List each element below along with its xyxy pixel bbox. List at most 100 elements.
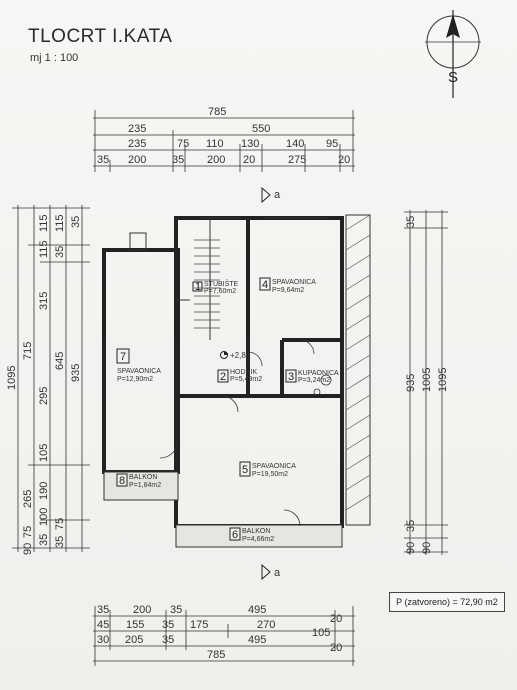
left-dim-1095: 1095 <box>6 366 18 390</box>
right-dim-c2-b: 90 <box>421 542 433 554</box>
level-marker: +2,80 <box>220 351 251 360</box>
left-dim-c4-b: 35 <box>54 246 66 258</box>
top-dim-total: 785 <box>208 106 226 118</box>
left-dim-c4-e: 35 <box>54 536 66 548</box>
bottom-dim-r2-c: 35 <box>162 619 174 631</box>
left-dim-75: 75 <box>22 526 34 538</box>
right-dim-c1-d: 90 <box>405 542 417 554</box>
bottom-dim-r1-c: 35 <box>170 604 182 616</box>
room-name: HODNIK <box>230 369 258 376</box>
room-5: 5 SPAVAONICA P=19,50m2 <box>239 461 296 478</box>
right-dim-c1-a: 35 <box>405 216 417 228</box>
room-8: 8 BALKON P=1,84m2 <box>116 473 161 489</box>
room-area: P=3,24m2 <box>298 377 330 384</box>
left-dim-c3-c: 315 <box>38 292 50 310</box>
room-4: 4 SPAVAONICA P=9,64m2 <box>259 277 316 294</box>
left-dim-c4-c: 645 <box>54 352 66 370</box>
bottom-dim-r1-b: 200 <box>133 604 151 616</box>
room-number: 2 <box>220 371 226 383</box>
section-letter-bottom: a <box>274 567 281 579</box>
bottom-dim-r3-a: 30 <box>97 634 109 646</box>
section-letter-top: a <box>274 189 281 201</box>
room-number: 1 <box>195 281 201 293</box>
room-7: 7 SPAVAONICA P=12,90m2 <box>116 348 161 383</box>
room-name: BALKON <box>242 528 270 535</box>
room-number: 6 <box>232 529 238 541</box>
room-area: P=9,64m2 <box>272 287 304 294</box>
left-dim-265: 265 <box>22 490 34 508</box>
room-6: 6 BALKON P=4,66m2 <box>229 527 274 543</box>
top-dim-r4-a: 35 <box>97 154 109 166</box>
left-dim-c3-b: 115 <box>38 240 50 258</box>
right-dim-c1-c: 35 <box>405 520 417 532</box>
balcony-tiles <box>103 471 343 548</box>
room-number: 8 <box>119 475 125 487</box>
bottom-dim-r2-d: 175 <box>190 619 208 631</box>
room-area: P=5,49m2 <box>230 376 262 383</box>
left-dim-c3-d: 295 <box>38 387 50 405</box>
bottom-dim-r2-f: 105 <box>312 627 330 639</box>
room-area: P=4,66m2 <box>242 536 274 543</box>
room-number: 4 <box>262 279 268 291</box>
level-value: +2,80 <box>230 351 251 360</box>
left-dim-c5-b: 935 <box>70 364 82 382</box>
room-name: KUPAONICA <box>298 370 339 377</box>
room-3: 3 KUPAONICA P=3,24m2 <box>285 369 339 384</box>
top-dim-r4-b: 200 <box>128 154 146 166</box>
room-area: P=7,60m2 <box>204 288 236 295</box>
plan-scale: mj 1 : 100 <box>30 52 79 64</box>
right-dim-c1-b: 935 <box>405 374 417 392</box>
wall-hatch <box>345 214 371 526</box>
room-number: 7 <box>120 351 126 363</box>
plan-title: TLOCRT I.KATA <box>28 26 173 47</box>
left-dim-715: 715 <box>22 342 34 360</box>
section-mark-bottom: a <box>261 563 281 581</box>
bottom-dim-r2-a: 45 <box>97 619 109 631</box>
left-dim-c3-a: 115 <box>38 214 50 232</box>
bottom-dim-total: 785 <box>207 649 225 661</box>
top-dim-550: 550 <box>252 123 270 135</box>
left-dim-c3-e: 105 <box>38 444 50 462</box>
room-name: SPAVAONICA <box>272 279 316 286</box>
left-dim-c5-a: 35 <box>70 216 82 228</box>
total-area-box: P (zatvoreno) = 72,90 m2 <box>389 592 505 612</box>
top-dimension-lines <box>93 110 355 172</box>
compass-letter: S <box>448 69 458 86</box>
bottom-dim-r3-b: 205 <box>125 634 143 646</box>
bottom-dim-r1-d: 495 <box>248 604 266 616</box>
door-swings <box>159 339 332 527</box>
room-number: 3 <box>288 371 294 383</box>
top-dim-r3-f: 95 <box>326 138 338 150</box>
right-dim-c3-a: 1095 <box>437 368 449 392</box>
staircase-icon <box>194 239 220 329</box>
left-dimension-lines <box>12 205 90 552</box>
top-dim-235: 235 <box>128 123 146 135</box>
top-dim-r3-a: 235 <box>128 138 146 150</box>
left-dim-c4-d: 75 <box>54 518 66 530</box>
room-name: BALKON <box>129 474 157 481</box>
room-area: P=1,84m2 <box>129 482 161 489</box>
room-name: STUBIŠTE <box>204 279 239 288</box>
room-name: SPAVAONICA <box>252 463 296 470</box>
left-dim-c3-h: 35 <box>38 534 50 546</box>
bottom-dim-r1-a: 35 <box>97 604 109 616</box>
top-dim-r4-c: 35 <box>172 154 184 166</box>
top-dim-r4-g: 20 <box>338 154 350 166</box>
top-dim-r3-c: 110 <box>206 138 224 150</box>
left-dim-c3-g: 100 <box>38 508 50 526</box>
north-arrow-icon: S <box>425 10 481 98</box>
section-mark-top: a <box>261 186 281 204</box>
room-2: 2 HODNIK P=5,49m2 <box>217 369 262 383</box>
bottom-dim-r2-e: 270 <box>257 619 275 631</box>
bottom-dimension-lines <box>93 606 355 666</box>
bottom-dim-r3-c: 35 <box>162 634 174 646</box>
left-dim-90: 90 <box>22 543 34 555</box>
bottom-dim-r3-d: 495 <box>248 634 266 646</box>
left-dim-c4-a: 115 <box>54 214 66 232</box>
bottom-dim-r3-e: 20 <box>330 642 342 654</box>
right-dim-c2-a: 1005 <box>421 368 433 392</box>
left-dim-c3-f: 190 <box>38 482 50 500</box>
right-dimension-lines <box>404 210 448 555</box>
